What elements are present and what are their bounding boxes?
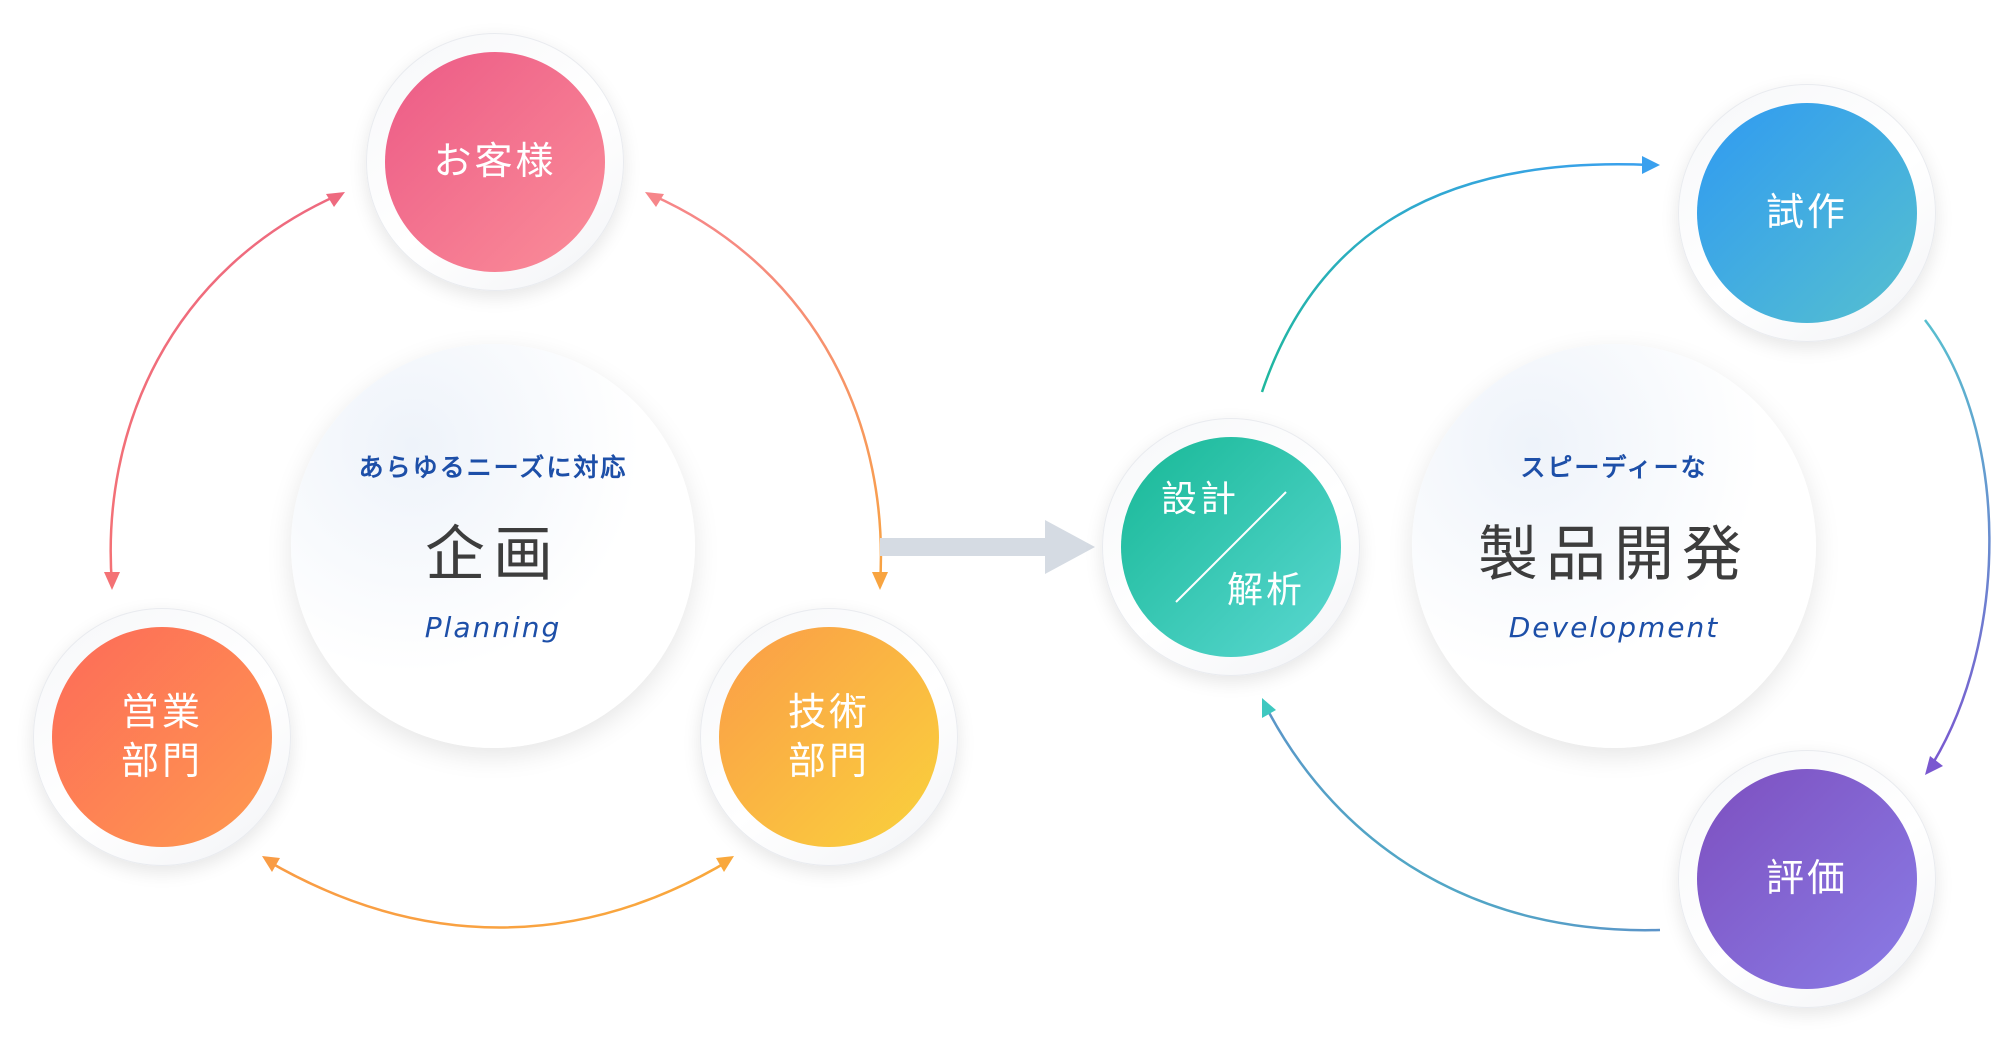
development-title: 製品開発 <box>1478 520 1750 590</box>
arrowhead-to-evaluation <box>1925 756 1943 775</box>
customer-label: お客様 <box>433 139 557 184</box>
slash-divider <box>1175 491 1287 603</box>
planning-hub: あらゆるニーズに対応 企画 Planning <box>291 344 695 748</box>
development-english: Development <box>1508 611 1720 644</box>
evaluation-node: 評価 <box>1697 769 1917 989</box>
design-node: 設計 解析 <box>1121 437 1341 657</box>
arc-evaluation-design <box>1263 704 1661 932</box>
arrowhead-to-sales-bottom <box>262 856 280 872</box>
evaluation-label: 評価 <box>1765 856 1848 901</box>
sales-ring: 営業 部門 <box>33 608 291 866</box>
arrowhead-to-customer-right <box>645 192 664 207</box>
arrowhead-to-design <box>1262 698 1276 718</box>
tech-node: 技術 部門 <box>719 627 939 847</box>
arc-customer-tech <box>651 193 883 586</box>
arc-prototype-evaluation <box>1924 319 1991 769</box>
tech-label-line2: 部門 <box>787 739 870 783</box>
planning-subtitle: あらゆるニーズに対応 <box>358 453 628 482</box>
tech-label-line1: 技術 <box>787 689 870 734</box>
tech-ring: 技術 部門 <box>700 608 958 866</box>
planning-title: 企画 <box>425 520 561 590</box>
development-hub: スピーディーな 製品開発 Development <box>1412 344 1816 748</box>
development-subtitle: スピーディーな <box>1520 453 1708 482</box>
arrowhead-to-prototype <box>1642 156 1660 174</box>
design-label: 設計 <box>1161 479 1240 520</box>
sales-label-line1: 営業 <box>120 689 203 734</box>
arrowhead-to-tech-bottom <box>716 856 734 872</box>
planning-english: Planning <box>424 611 562 644</box>
customer-ring: お客様 <box>366 33 624 291</box>
arrowhead-to-customer <box>326 192 345 207</box>
analysis-label: 解析 <box>1226 570 1305 612</box>
prototype-ring: 試作 <box>1678 84 1936 342</box>
sales-node: 営業 部門 <box>52 627 272 847</box>
flow-arrow-shaft <box>880 538 1050 556</box>
prototype-node: 試作 <box>1697 103 1917 323</box>
arrowhead-to-tech <box>872 572 888 590</box>
design-ring: 設計 解析 <box>1102 418 1360 676</box>
arc-design-prototype <box>1260 163 1651 393</box>
arrowhead-to-sales <box>104 572 120 590</box>
customer-node: お客様 <box>385 52 605 272</box>
prototype-label: 試作 <box>1765 190 1848 235</box>
evaluation-ring: 評価 <box>1678 750 1936 1008</box>
sales-label-line2: 部門 <box>120 739 203 783</box>
arc-sales-tech <box>265 858 731 929</box>
arc-customer-sales <box>109 193 339 586</box>
flow-arrow-head <box>1045 520 1095 574</box>
